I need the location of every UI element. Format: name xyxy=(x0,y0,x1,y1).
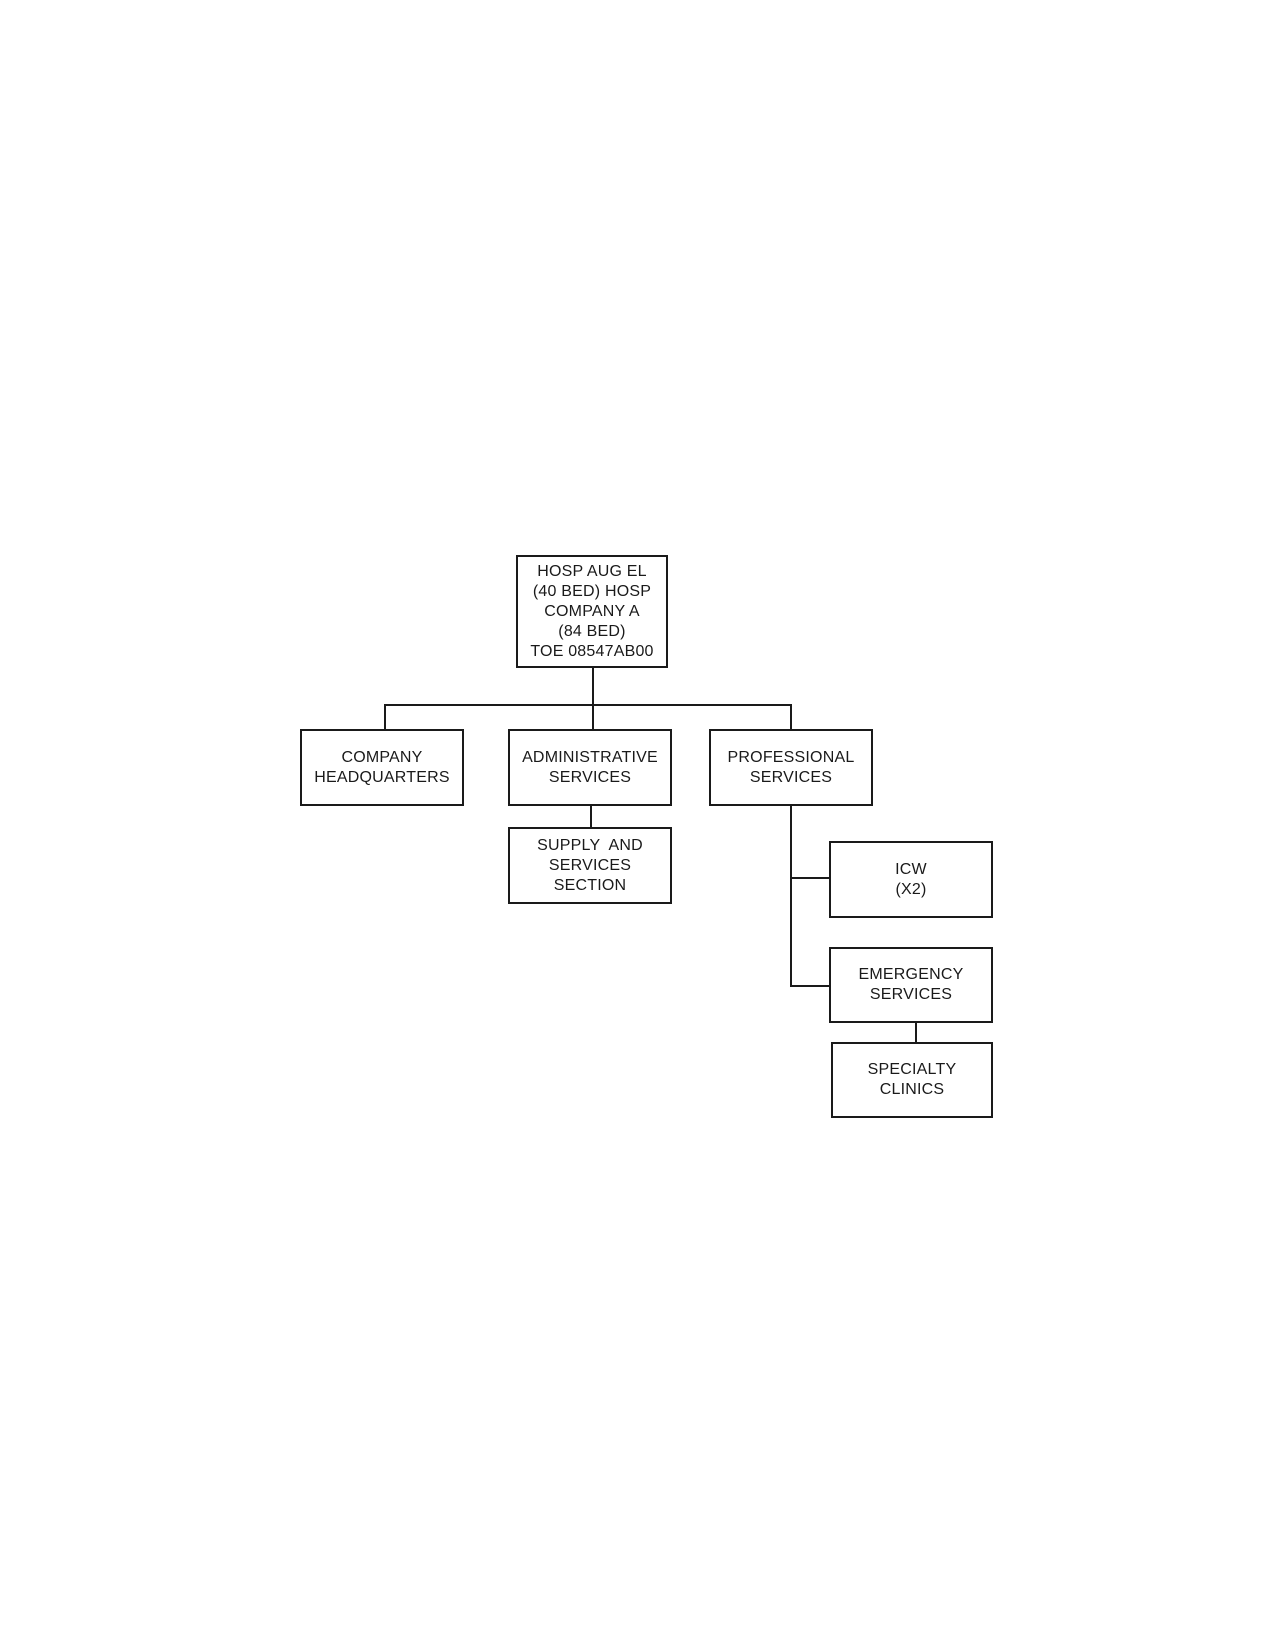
node-label: ICW (X2) xyxy=(895,860,927,900)
line: COMPANY A xyxy=(544,602,640,620)
line: ADMINISTRATIVE xyxy=(522,748,658,766)
line: EMERGENCY xyxy=(858,966,964,983)
connector-to-administrative-services xyxy=(592,704,594,730)
line: HOSP AUG EL xyxy=(537,562,647,580)
line: SECTION xyxy=(553,876,627,894)
node-label: COMPANY HEADQUARTERS xyxy=(314,748,449,788)
node-specialty-clinics: SPECIALTY CLINICS xyxy=(831,1042,993,1118)
node-hosp-aug-el-root: HOSP AUG EL (40 BED) HOSP COMPANY A (84 … xyxy=(516,555,668,668)
line: (84 BED) xyxy=(558,622,626,640)
line: SERVICES xyxy=(749,768,833,786)
line: (X2) xyxy=(895,880,927,898)
line: SUPPLY AND xyxy=(537,836,643,854)
line: TOE 08547AB00 xyxy=(530,642,654,660)
connector-root-down xyxy=(592,667,594,705)
node-label: HOSP AUG EL (40 BED) HOSP COMPANY A (84 … xyxy=(530,562,653,662)
node-label: EMERGENCY SERVICES xyxy=(859,965,964,1005)
node-administrative-services: ADMINISTRATIVE SERVICES xyxy=(508,729,672,806)
line: PROFESSIONAL xyxy=(727,748,855,766)
connector-admin-to-supply xyxy=(590,806,592,828)
connector-professional-spine xyxy=(790,806,792,987)
connector-to-professional-services xyxy=(790,704,792,730)
node-label: SPECIALTY CLINICS xyxy=(868,1060,957,1100)
connector-level1-bar xyxy=(384,704,792,706)
node-professional-services: PROFESSIONAL SERVICES xyxy=(709,729,873,806)
line: SERVICES xyxy=(548,856,632,874)
connector-to-company-headquarters xyxy=(384,704,386,730)
line: SERVICES xyxy=(869,986,953,1003)
node-company-headquarters: COMPANY HEADQUARTERS xyxy=(300,729,464,806)
connector-to-icw xyxy=(790,877,830,879)
node-emergency-services: EMERGENCY SERVICES xyxy=(829,947,993,1023)
line: SPECIALTY xyxy=(867,1061,957,1078)
node-label: ADMINISTRATIVE SERVICES xyxy=(522,748,658,788)
line: ICW xyxy=(895,860,927,878)
line: CLINICS xyxy=(879,1081,945,1098)
connector-to-emergency-services xyxy=(790,985,830,987)
node-label: PROFESSIONAL SERVICES xyxy=(728,748,855,788)
node-supply-and-services-section: SUPPLY AND SERVICES SECTION xyxy=(508,827,672,904)
line: (40 BED) HOSP xyxy=(532,582,652,600)
node-icw: ICW (X2) xyxy=(829,841,993,918)
line: SERVICES xyxy=(548,768,632,786)
line: COMPANY xyxy=(341,748,423,766)
connector-emergency-to-specialty xyxy=(915,1022,917,1044)
node-label: SUPPLY AND SERVICES SECTION xyxy=(537,836,643,896)
line: HEADQUARTERS xyxy=(314,768,450,786)
